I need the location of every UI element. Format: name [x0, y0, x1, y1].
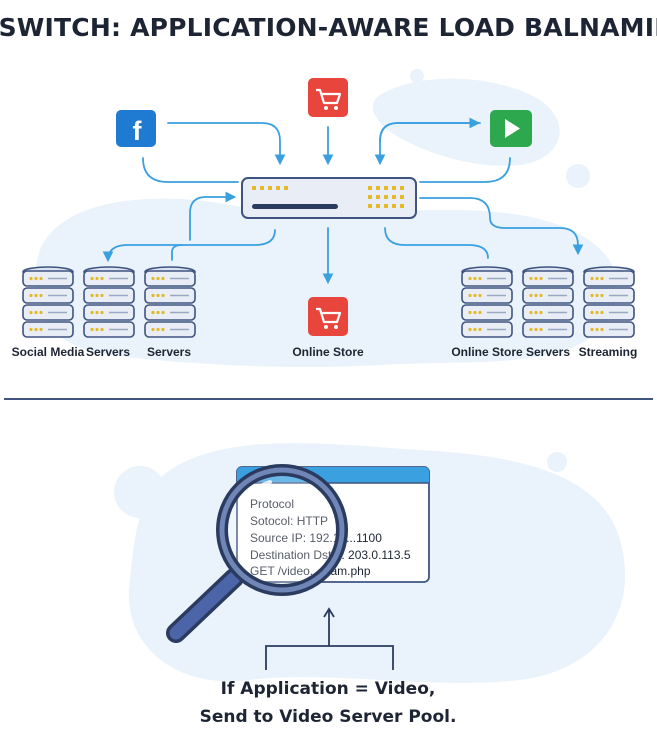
rule-bracket	[265, 607, 394, 670]
label-servers-1: Servers	[86, 345, 130, 359]
store-cart-icon-bottom	[308, 297, 348, 336]
label-streaming: Streaming	[579, 345, 638, 359]
server-rack-online-store	[462, 267, 512, 337]
flow-arrows	[102, 117, 584, 285]
rule-line-1: If Application = Video,	[221, 679, 436, 699]
packet-line-5: GET /video...ream.php	[250, 564, 371, 578]
magnifying-glass-icon	[166, 464, 348, 643]
label-social-media: Social Media	[12, 345, 85, 359]
label-online-store-right: Online Store	[451, 345, 523, 359]
l7-switch-device	[241, 177, 417, 219]
packet-line-2: Sotocol: HTTP	[250, 514, 328, 528]
diagram-title: L7 SWITCH: APPLICATION-AWARE LOAD BALNAM…	[0, 13, 657, 42]
label-servers-2: Servers	[147, 345, 191, 359]
packet-line-1: Protocol	[250, 497, 294, 511]
store-cart-icon-top	[308, 78, 348, 117]
label-online-store-center: Online Store	[292, 345, 364, 359]
video-play-icon	[490, 110, 532, 147]
packet-line-3: Source IP: 192.16...1100	[250, 531, 382, 545]
server-rack-social-media	[23, 267, 73, 337]
facebook-icon: f	[116, 110, 156, 147]
server-rack-servers-2	[145, 267, 195, 337]
label-servers-3: Servers	[526, 345, 570, 359]
server-rack-streaming	[584, 267, 634, 337]
server-rack-servers-3	[523, 267, 573, 337]
server-rack-servers-1	[84, 267, 134, 337]
svg-text:f: f	[133, 116, 143, 146]
rule-line-2: Send to Video Server Pool.	[200, 707, 457, 727]
